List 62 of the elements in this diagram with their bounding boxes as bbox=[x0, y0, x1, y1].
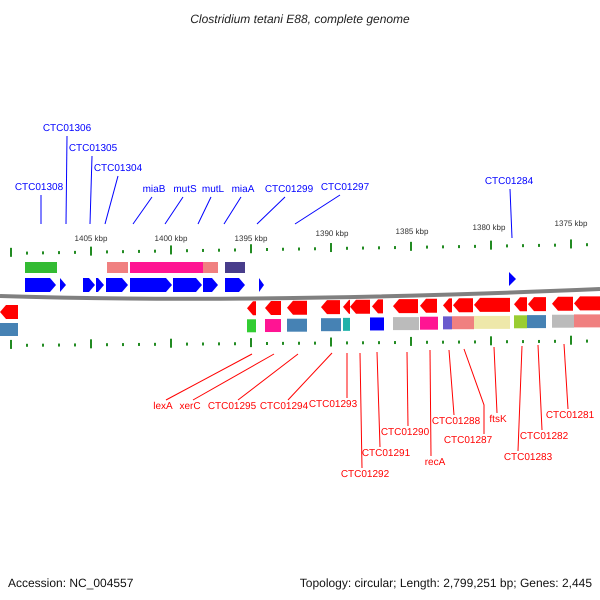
gene-label: mutS bbox=[173, 184, 197, 196]
leader-line bbox=[448, 350, 454, 416]
leader-line bbox=[376, 352, 380, 448]
leader-line bbox=[90, 156, 92, 224]
leader-line bbox=[510, 188, 512, 238]
leader-line bbox=[132, 196, 152, 224]
leader-line bbox=[564, 344, 568, 410]
scale-label: 1395 kbp bbox=[234, 234, 268, 244]
leader-line bbox=[224, 196, 242, 224]
gene-label: CTC01290 bbox=[380, 427, 430, 439]
gene-label: CTC01288 bbox=[432, 416, 480, 428]
leader-line bbox=[346, 352, 348, 398]
leader-line bbox=[494, 346, 498, 414]
gene-label: CTC01291 bbox=[362, 448, 410, 460]
title: Clostridium tetani E88, complete genome bbox=[189, 11, 411, 28]
scale-label: 1390 kbp bbox=[316, 229, 348, 239]
gene-label: CTC01294 bbox=[260, 401, 308, 413]
gene-label: CTC01308 bbox=[14, 182, 64, 194]
leader-line bbox=[164, 196, 184, 224]
leader-line bbox=[166, 354, 252, 400]
scale-label: 1375 kbp bbox=[554, 219, 588, 229]
gene-label: xerC bbox=[179, 401, 201, 413]
leader-line bbox=[192, 354, 274, 400]
gene-label: miaB bbox=[142, 184, 166, 196]
gene-label: CTC01304 bbox=[94, 163, 142, 175]
leader-line bbox=[430, 350, 432, 456]
leader-line bbox=[518, 346, 522, 452]
gene-label: lexA bbox=[153, 401, 173, 413]
leader-line bbox=[238, 354, 298, 400]
leader-line bbox=[256, 196, 286, 224]
gene-label: CTC01284 bbox=[484, 176, 534, 188]
footer-text: Topology: circular; Length: 2,799,251 bp; Genes: 2,445 bbox=[300, 575, 592, 592]
gene-label: ftsK bbox=[489, 414, 507, 426]
gene-label: mutL bbox=[202, 184, 224, 196]
gene-label: CTC01292 bbox=[340, 469, 390, 481]
gene-label: CTC01283 bbox=[504, 452, 552, 464]
scale-label: 1385 kbp bbox=[396, 227, 428, 237]
gene-label: CTC01287 bbox=[444, 435, 492, 447]
gene-label: CTC01293 bbox=[308, 399, 358, 411]
leader-line bbox=[104, 176, 118, 224]
scale-label: 1380 kbp bbox=[472, 223, 506, 233]
leader-line bbox=[538, 344, 542, 430]
leader-line bbox=[288, 352, 332, 400]
leader-line bbox=[464, 348, 484, 434]
leader-line bbox=[198, 196, 212, 224]
gene-label: CTC01306 bbox=[42, 123, 92, 135]
gene-label: CTC01297 bbox=[320, 182, 370, 194]
leader-line bbox=[294, 194, 340, 224]
footer-text: Accession: NC_004557 bbox=[8, 575, 134, 592]
gene-label: miaA bbox=[232, 184, 254, 196]
leader-line bbox=[360, 352, 362, 468]
leader-line bbox=[66, 136, 68, 224]
scale-label: 1405 kbp bbox=[74, 234, 108, 244]
gene-label: CTC01305 bbox=[68, 143, 118, 155]
leader-line bbox=[406, 352, 408, 426]
gene-label: recA bbox=[424, 457, 446, 469]
gene-label: CTC01282 bbox=[520, 431, 568, 443]
gene-label: CTC01281 bbox=[546, 410, 594, 422]
scale-label: 1400 kbp bbox=[154, 234, 188, 244]
leader-line bbox=[40, 194, 42, 224]
gene-label: CTC01299 bbox=[264, 184, 314, 196]
gene-label: CTC01295 bbox=[208, 401, 256, 413]
